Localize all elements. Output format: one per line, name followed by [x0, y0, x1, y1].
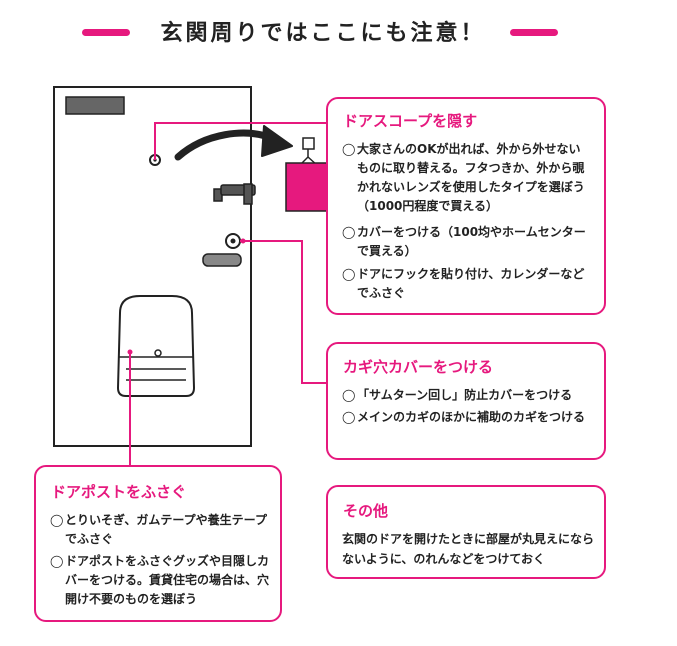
callout-door-scope-heading: ドアスコープを隠す — [343, 112, 478, 130]
circle-marker-icon: ◯ — [342, 267, 356, 281]
callout-mail-slot-heading: ドアポストをふさぐ — [51, 483, 187, 501]
mail-slot-cover — [116, 295, 196, 397]
keyhole-leader-line — [240, 240, 326, 384]
title-bar-left — [82, 29, 130, 36]
keyhole-item-1: ◯ 「サムターン回し」防止カバーをつける — [342, 386, 594, 405]
callout-keyhole: カギ穴カバーをつける ◯ 「サムターン回し」防止カバーをつける ◯ メインのカギ… — [326, 342, 606, 460]
circle-marker-icon: ◯ — [342, 410, 356, 424]
title-bar-right — [510, 29, 558, 36]
page-title: 玄関周りではここにも注意！ — [160, 21, 486, 46]
title-area: 玄関周りではここにも注意！ — [0, 0, 677, 60]
keyhole-item-2: ◯ メインのカギのほかに補助のカギをつける — [342, 408, 594, 427]
calendar-cover — [285, 162, 333, 212]
scope-item-2: ◯ カバーをつける（100均やホームセンターで買える） — [342, 225, 586, 258]
name-plate — [65, 96, 125, 115]
circle-marker-icon: ◯ — [342, 142, 356, 156]
scope-item-1: ◯ 大家さんのOKが出れば、外から外せないものに取り替える。フタつきか、外から覗… — [342, 142, 585, 213]
callout-keyhole-heading: カギ穴カバーをつける — [343, 358, 494, 376]
callout-other-heading: その他 — [343, 502, 389, 520]
circle-marker-icon: ◯ — [50, 513, 64, 527]
callout-mail-slot: ドアポストをふさぐ ◯ とりいそぎ、ガムテープや養生テープでふさぐ ◯ ドアポス… — [34, 465, 282, 622]
scope-leader-line — [154, 122, 328, 160]
hook-icon — [302, 137, 315, 150]
circle-marker-icon: ◯ — [342, 388, 356, 402]
mailslot-item-1: ◯ とりいそぎ、ガムテープや養生テープでふさぐ — [50, 513, 267, 546]
mailslot-item-2: ◯ ドアポストをふさぐグッズや目隠しカバーをつける。賃貸住宅の場合は、穴開け不要… — [50, 554, 270, 606]
other-text: 玄関のドアを開けたときに部屋が丸見えにならないように、のれんなどをつけておく — [342, 532, 595, 566]
callout-door-scope: ドアスコープを隠す ◯ 大家さんのOKが出れば、外から外せないものに取り替える。… — [326, 97, 606, 315]
callout-other: その他 玄関のドアを開けたときに部屋が丸見えにならないように、のれんなどをつけて… — [326, 485, 606, 579]
lower-lever-handle — [202, 253, 242, 267]
circle-marker-icon: ◯ — [50, 554, 64, 568]
circle-marker-icon: ◯ — [342, 225, 356, 239]
scope-item-3: ◯ ドアにフックを貼り付け、カレンダーなどでふさぐ — [342, 267, 585, 300]
